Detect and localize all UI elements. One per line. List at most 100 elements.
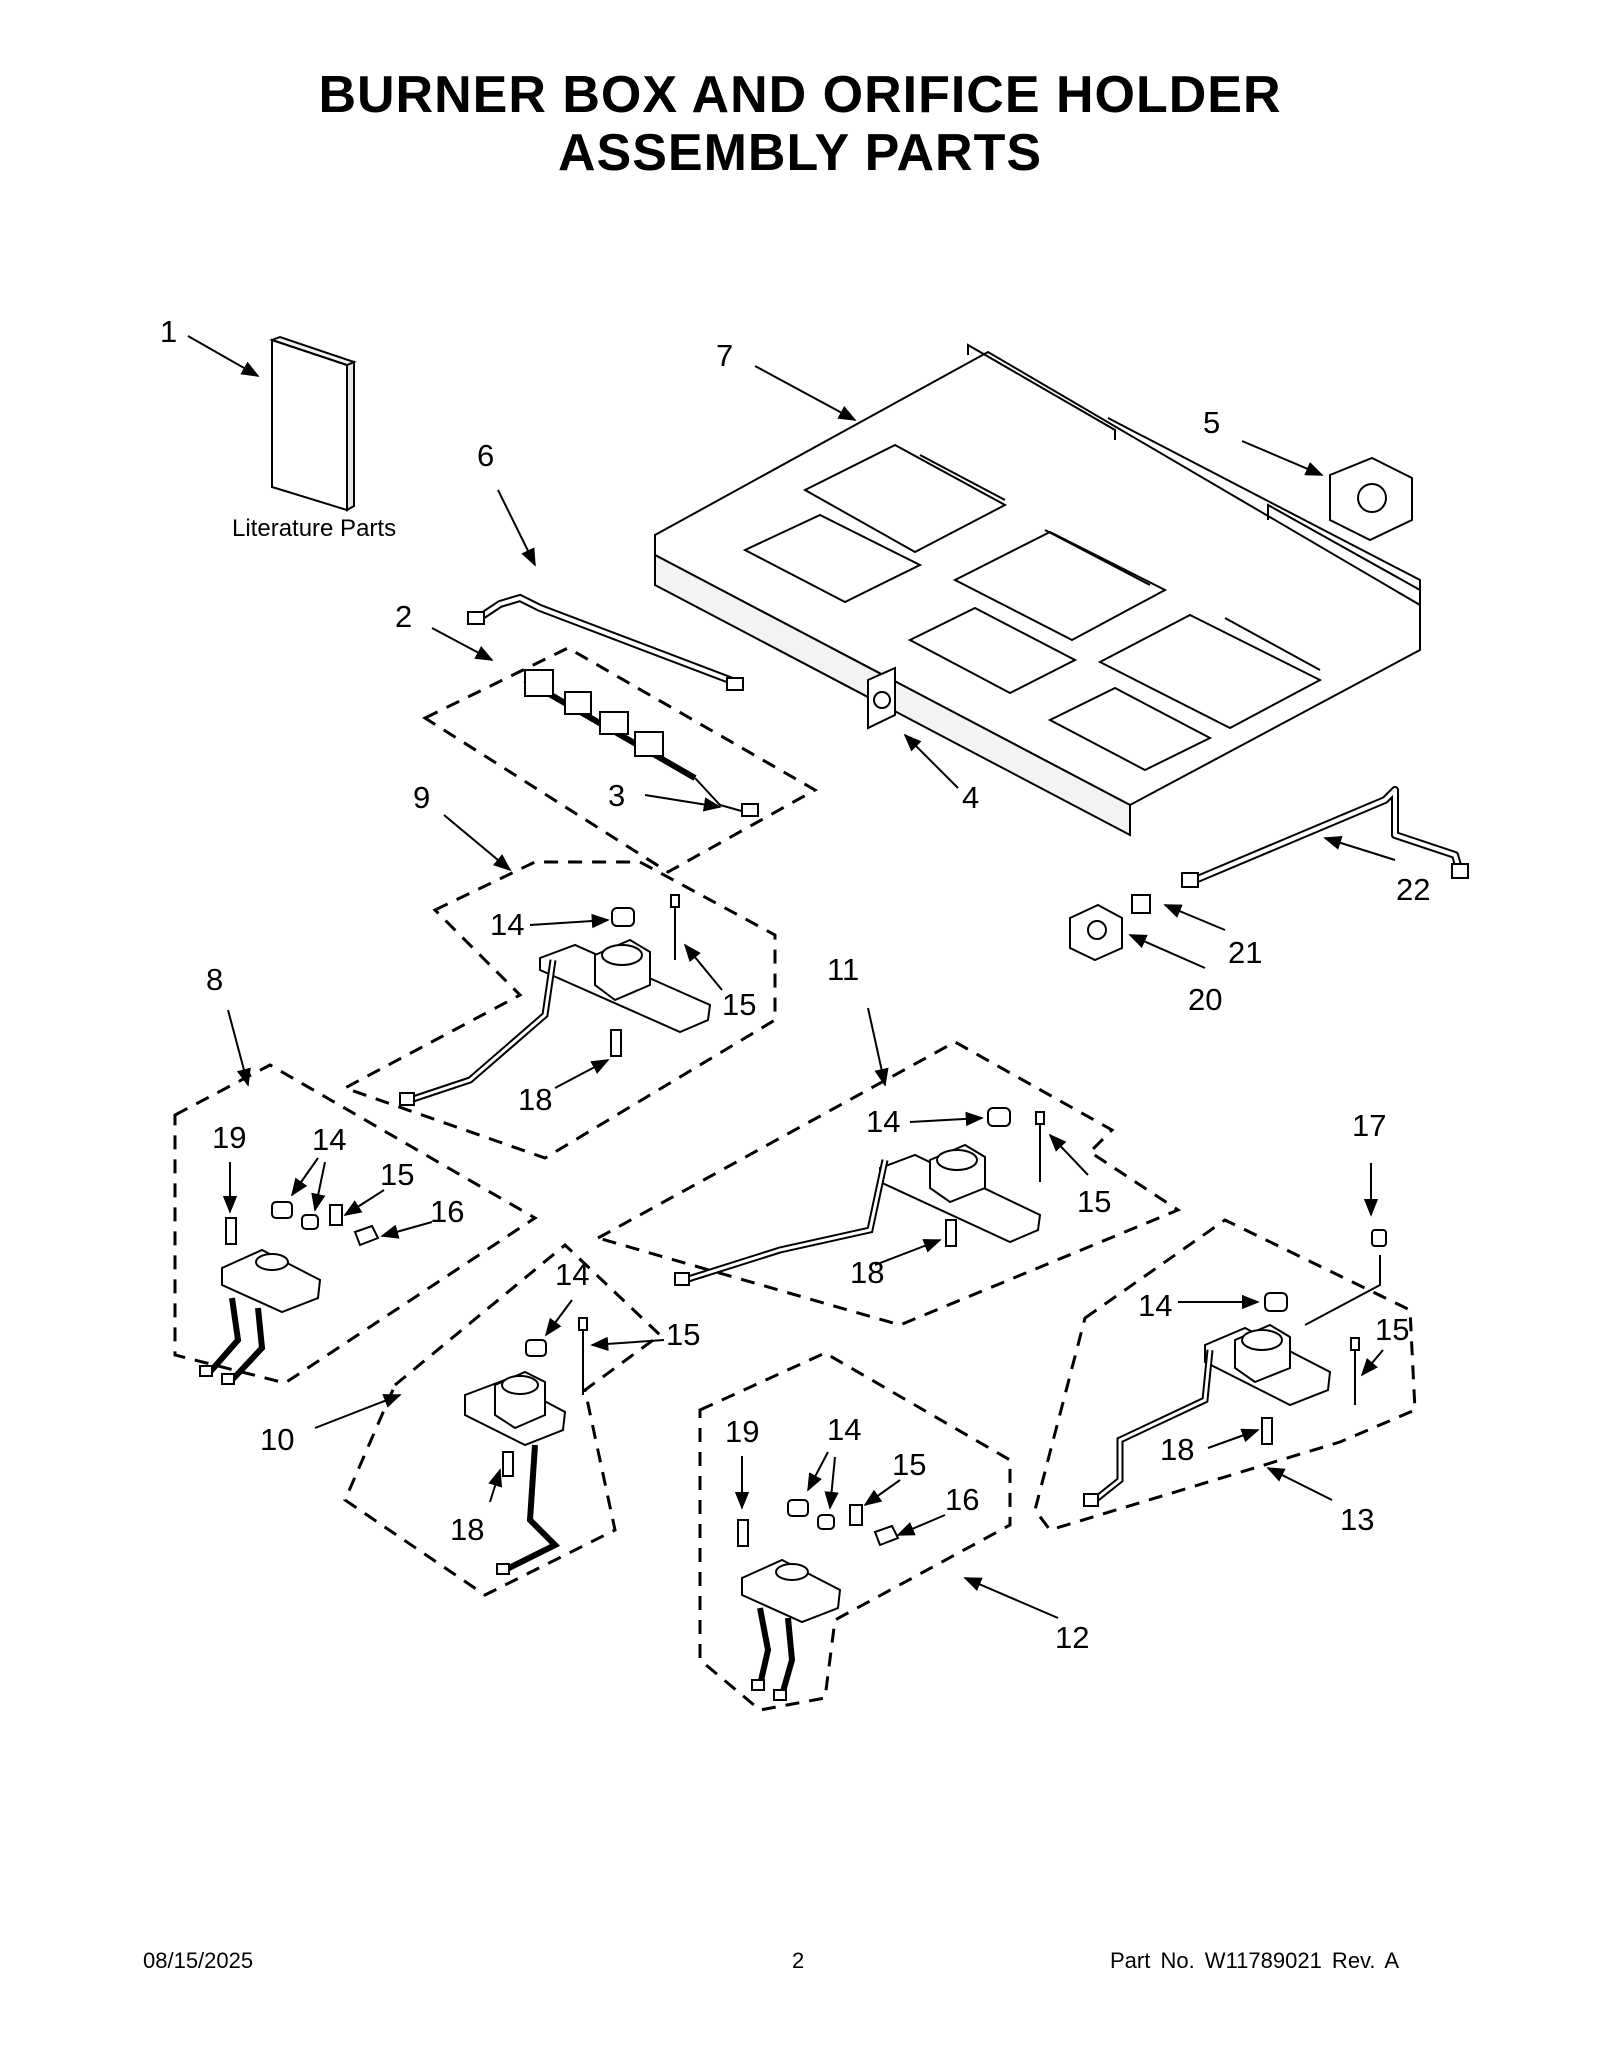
leader-18a [554, 1059, 610, 1089]
group-9-boundary [341, 860, 777, 1160]
leader-14a [529, 913, 610, 929]
leader-22 [1323, 835, 1396, 861]
footer-date: 08/15/2025 [143, 1948, 254, 1973]
callout-8: 8 [206, 962, 223, 997]
callout-15b: 15 [380, 1157, 414, 1192]
page-title: BURNER BOX AND ORIFICE HOLDER ASSEMBLY P… [0, 66, 1600, 182]
footer-part-number: Part No. W11789021 Rev. A [1110, 1948, 1400, 1973]
footer-page-number: 2 [792, 1948, 805, 1973]
leader-lines [187, 335, 1396, 1619]
callout-19a: 19 [212, 1120, 246, 1155]
callout-14e: 14 [555, 1257, 589, 1292]
burner-10-illustration [464, 1317, 588, 1575]
leader-14f2 [824, 1456, 839, 1510]
burner-group-boundaries [173, 860, 1417, 1712]
callout-10: 10 [260, 1422, 294, 1457]
callout-15a: 15 [722, 987, 756, 1022]
leader-14c [909, 1111, 984, 1127]
leader-14b2 [311, 1161, 326, 1212]
callout-6: 6 [477, 438, 494, 473]
leader-21 [1163, 904, 1226, 931]
burner-11-illustration [674, 1107, 1045, 1286]
callout-15f: 15 [892, 1447, 926, 1482]
leader-5 [1241, 440, 1324, 476]
callout-14f: 14 [827, 1412, 861, 1447]
leader-1 [187, 335, 260, 377]
callout-20: 20 [1188, 982, 1222, 1017]
group-8-boundary [173, 1063, 538, 1385]
leader-16b [896, 1514, 946, 1536]
callout-1: 1 [160, 314, 177, 349]
literature-parts-label: Literature Parts [232, 515, 396, 542]
leader-15c [1048, 1133, 1089, 1176]
pipe-6-illustration [467, 593, 744, 691]
callout-21: 21 [1228, 935, 1262, 970]
callout-15d: 15 [1375, 1312, 1409, 1347]
leader-2 [431, 627, 494, 661]
leader-14b [290, 1157, 319, 1197]
callout-4: 4 [962, 780, 979, 815]
callout-2: 2 [395, 599, 412, 634]
valve-5-illustration [1329, 456, 1413, 542]
leader-14e [544, 1299, 573, 1337]
callout-18a: 18 [518, 1082, 552, 1117]
leader-15a [683, 943, 723, 991]
leader-20 [1128, 934, 1206, 969]
leader-18b [874, 1239, 942, 1266]
leader-9 [443, 814, 512, 872]
callout-22: 22 [1396, 872, 1430, 907]
leader-8 [227, 1009, 251, 1087]
callout-16b: 16 [945, 1482, 979, 1517]
leader-10 [314, 1394, 402, 1429]
callout-5: 5 [1203, 405, 1220, 440]
literature-parts-illustration [269, 335, 357, 512]
leader-11 [867, 1007, 889, 1087]
callout-14d: 14 [1138, 1288, 1172, 1323]
callout-18d: 18 [450, 1512, 484, 1547]
callout-7: 7 [716, 338, 733, 373]
leader-15f [863, 1479, 901, 1507]
leader-15d [1360, 1349, 1384, 1377]
callout-13: 13 [1340, 1502, 1374, 1537]
callout-14b: 14 [312, 1122, 346, 1157]
leader-6 [497, 489, 536, 567]
callout-16a: 16 [430, 1194, 464, 1229]
callout-14a: 14 [490, 907, 524, 942]
title-line-2: ASSEMBLY PARTS [557, 124, 1043, 182]
callout-18c: 18 [1160, 1432, 1194, 1467]
valve-manifold-illustration [523, 669, 759, 817]
callout-labels: 1 7 5 6 2 3 4 9 22 21 20 14 15 18 8 11 1… [160, 314, 1430, 1655]
leader-7 [754, 365, 857, 421]
leader-15b [343, 1189, 385, 1216]
burner-8-illustration [199, 1201, 380, 1385]
leader-12 [963, 1577, 1059, 1619]
callout-17: 17 [1352, 1108, 1386, 1143]
callout-19b: 19 [725, 1414, 759, 1449]
callout-9: 9 [413, 780, 430, 815]
callout-15c: 15 [1077, 1184, 1111, 1219]
group-10-boundary [343, 1242, 663, 1597]
leader-16a [380, 1221, 433, 1239]
group-13-boundary [1033, 1218, 1417, 1532]
title-line-1: BURNER BOX AND ORIFICE HOLDER [318, 66, 1282, 124]
callout-15e: 15 [666, 1317, 700, 1352]
leader-14f [807, 1451, 829, 1492]
burner-13-illustration [1083, 1229, 1387, 1507]
leader-4 [903, 733, 959, 789]
leader-3 [644, 794, 722, 812]
burner-box-illustration [654, 343, 1421, 837]
leader-13 [1266, 1467, 1333, 1501]
callout-14c: 14 [866, 1104, 900, 1139]
burner-9-illustration [399, 894, 712, 1106]
leader-15e [590, 1336, 665, 1352]
leader-18c [1207, 1428, 1260, 1449]
callout-3: 3 [608, 778, 625, 813]
burner-12-illustration [737, 1499, 900, 1701]
callout-11: 11 [827, 952, 859, 987]
regulator-illustration [1069, 786, 1469, 962]
callout-12: 12 [1055, 1620, 1089, 1655]
valve-manifold-group-boundary [421, 646, 819, 874]
leader-18d [488, 1468, 503, 1503]
callout-18b: 18 [850, 1255, 884, 1290]
